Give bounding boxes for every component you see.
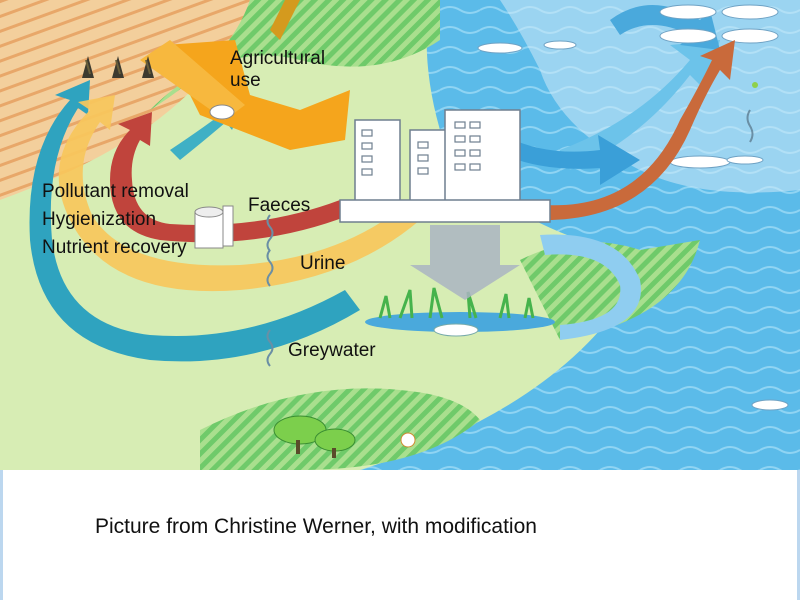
recycle-arrow [545,40,735,220]
crop-plants [82,56,154,78]
faeces-loop [110,112,350,243]
left-border [0,470,3,600]
water-supply-arrow [540,234,641,340]
land-strip-mid [520,240,700,340]
constructed-wetland [365,287,555,337]
label-pollutant-removal: Pollutant removal [42,181,189,202]
label-urine: Urine [300,253,346,274]
water-arrow-return [460,110,640,185]
treatment-ponds [659,4,779,44]
ecosan-diagram: Agricultural use Pollutant removal Hygie… [0,0,800,470]
agri-arrow-top [270,0,300,40]
dot-marker [752,82,758,88]
label-nutrient-recovery: Nutrient recovery [42,237,187,258]
produce-icon [209,104,235,120]
label-hygienization: Hygienization [42,209,157,230]
treatment-tank [194,205,234,249]
label-agricultural-use: Agricultural use [230,48,326,91]
label-greywater: Greywater [288,340,376,361]
right-border [797,470,800,600]
land-strip-top [150,0,440,110]
flower-icon [400,432,416,448]
diagram-illustration [0,0,800,470]
agri-arrow-body [140,40,245,120]
flow-separators [266,109,754,367]
label-faeces: Faeces [248,195,311,216]
wastewater-arrow [410,225,520,300]
building-windows [361,121,481,176]
agri-arrow-head [165,40,350,150]
water-features [477,40,789,411]
urine-loop [58,95,420,292]
trees [273,415,356,458]
figure-caption: Picture from Christine Werner, with modi… [95,515,537,538]
city-buildings [339,109,551,223]
